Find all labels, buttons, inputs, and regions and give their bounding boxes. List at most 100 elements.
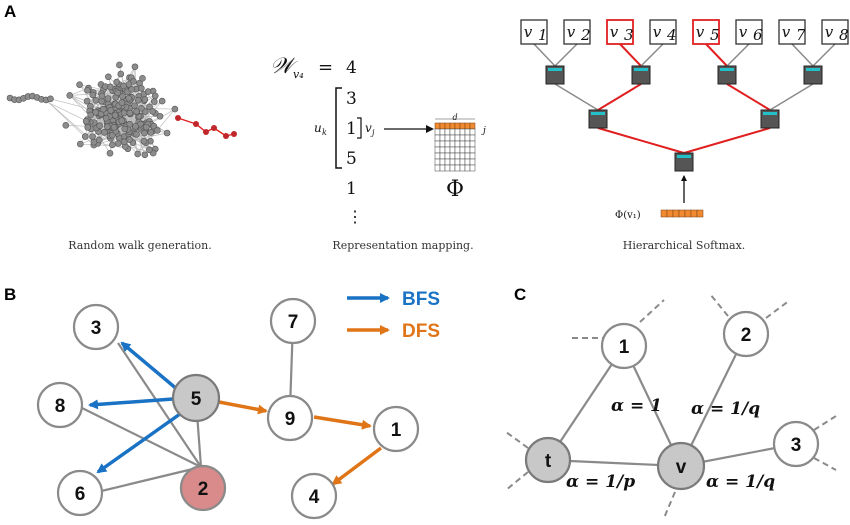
network-node (126, 109, 134, 117)
vj-label: v (365, 121, 372, 135)
node-2 (179, 464, 227, 512)
legend-dfs-label: DFS (402, 321, 440, 342)
network-node (134, 150, 141, 158)
tree-edge (726, 83, 771, 111)
matrix-cell (439, 140, 446, 148)
embedding-matrix (434, 118, 476, 172)
softmax-leaf-box (735, 19, 763, 45)
matrix-cell (439, 158, 446, 166)
network-node (133, 131, 140, 138)
matrix-highlight-cell (469, 122, 476, 130)
stub-3-b (813, 457, 837, 471)
c-node-1 (600, 322, 648, 370)
node-6 (56, 469, 104, 517)
c-node-t-label: t (545, 451, 552, 472)
panel-c-letter: C (514, 285, 526, 304)
matrix-cell (454, 134, 461, 142)
network-node (106, 83, 114, 91)
caption-random-walk: Random walk generation. (68, 239, 212, 252)
matrix-cell (464, 152, 471, 160)
c-node-2 (722, 310, 770, 358)
matrix-cell (434, 164, 441, 172)
matrix-cell (459, 128, 466, 136)
alpha-label-1: α = 1 (611, 396, 662, 416)
c-node-t (524, 436, 572, 484)
matrix-cell (449, 158, 456, 166)
seq-item-1: 3 (346, 89, 357, 109)
tree-edge (683, 127, 771, 154)
matrix-cell (439, 134, 446, 142)
matrix-cell (464, 128, 471, 136)
matrix-cell (434, 134, 441, 142)
network-node (125, 94, 133, 102)
node-7-label: 7 (288, 312, 299, 333)
network-node (121, 125, 129, 133)
matrix-cell (444, 134, 451, 142)
tree-edge (640, 43, 664, 67)
c-node-1-label: 1 (619, 337, 630, 358)
tree-edge (705, 43, 728, 67)
softmax-leaf-box (563, 19, 591, 45)
network-node (82, 117, 90, 125)
network-node (171, 105, 179, 113)
network-node (150, 98, 158, 105)
panel-a-letter: A (4, 2, 16, 21)
matrix-highlight-cell (444, 122, 451, 130)
network-node (131, 102, 138, 110)
matrix-highlight-cell (464, 122, 471, 130)
network-node (102, 114, 110, 122)
network-node (83, 97, 91, 105)
network-node (101, 128, 108, 136)
network-node (92, 108, 99, 116)
matrix-cell (449, 134, 456, 142)
vj-subscript: j (370, 128, 375, 137)
matrix-cell (454, 140, 461, 148)
tree-edge (812, 43, 836, 67)
matrix-cell (464, 164, 471, 172)
matrix-cell (449, 152, 456, 160)
softmax-leaf-subscript: 6 (753, 26, 763, 44)
bfs-arrow-5-3 (120, 341, 180, 392)
alpha-label-t: α = 1/p (566, 472, 635, 492)
random-walk-network (6, 61, 237, 159)
network-node (106, 149, 114, 157)
node-9 (266, 394, 314, 442)
tree-edge (769, 83, 814, 111)
matrix-cell (459, 164, 466, 172)
tree-edge (597, 127, 685, 154)
matrix-cell (454, 146, 461, 154)
matrix-highlight-cell (434, 122, 441, 130)
alpha-label-3: α = 1/q (706, 472, 775, 492)
network-node (141, 151, 149, 159)
edge-2-v (680, 333, 747, 467)
softmax-leaf-label: v (739, 23, 748, 41)
softmax-leaf-box (520, 19, 548, 45)
softmax-leaf-box (649, 19, 677, 45)
matrix-highlight-cell (459, 122, 466, 130)
node-3-label: 3 (91, 318, 102, 339)
network-node (154, 127, 161, 134)
tree-edge (554, 43, 578, 67)
tree-node-vector (763, 112, 777, 115)
window-equals: = (318, 57, 333, 78)
network-node (139, 75, 146, 82)
window-bracket (335, 87, 342, 169)
softmax-leaf-label: v (782, 23, 791, 41)
c-node-2-label: 2 (741, 325, 752, 346)
network-node (143, 123, 150, 131)
network-node (84, 124, 92, 131)
softmax-leaf-subscript: 3 (624, 26, 634, 44)
node-4 (290, 472, 338, 520)
edge-3-2 (117, 342, 202, 468)
softmax-leaf-label: v (524, 23, 533, 41)
matrix-cell (469, 164, 476, 172)
stub-2-b (765, 299, 791, 319)
network-nodes (6, 61, 179, 159)
tree-node-vector (634, 68, 648, 71)
tree-edge (554, 83, 599, 111)
tree-edge (597, 83, 642, 111)
node-4-label: 4 (309, 487, 320, 508)
network-node (107, 107, 115, 114)
caption-softmax: Hierarchical Softmax. (623, 239, 746, 252)
